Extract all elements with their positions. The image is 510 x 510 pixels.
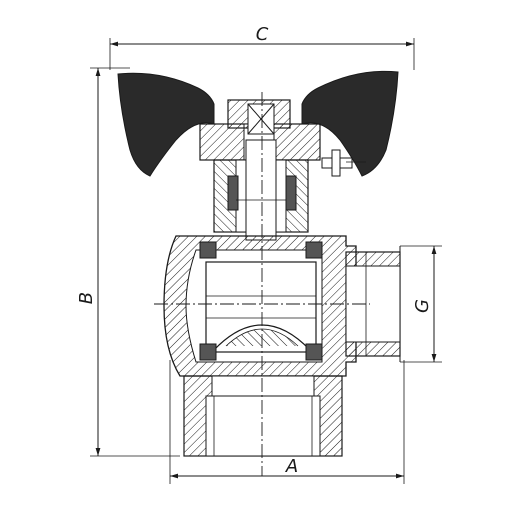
dimension-b-label: B <box>76 292 97 304</box>
dimension-g-label: G <box>412 299 433 313</box>
dimension-c-label: C <box>256 24 269 45</box>
stem-housing <box>213 139 309 241</box>
dimension-b: B <box>76 67 180 457</box>
dimension-g: G <box>400 245 442 363</box>
dimension-a: A <box>169 360 405 484</box>
valve-body <box>163 235 357 377</box>
dimension-c: C <box>109 24 415 70</box>
dimension-a-label: A <box>285 456 298 477</box>
centerlines <box>154 92 370 476</box>
bottom-outlet <box>183 375 343 457</box>
butterfly-handle <box>117 70 399 177</box>
